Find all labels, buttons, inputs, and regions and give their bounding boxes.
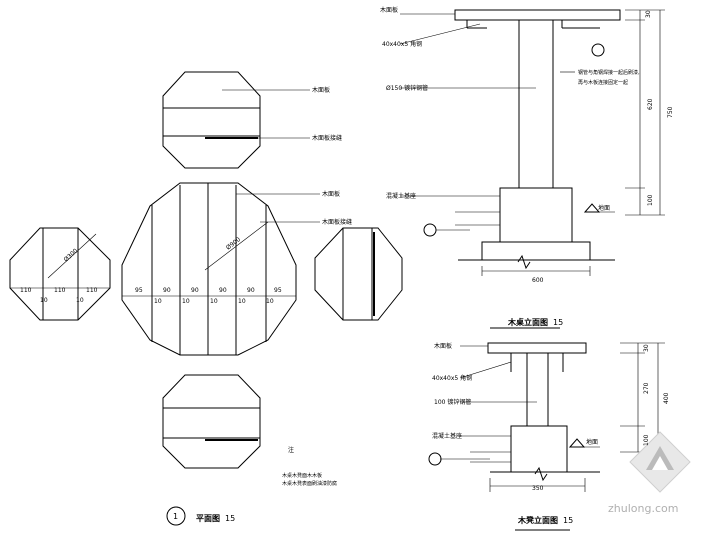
plan-bottom-dim: 10 [238,298,246,305]
table-note-b: 再与木板连接固定一起 [578,79,628,86]
stool-dim-total: 400 [663,392,670,404]
plan-bottom-dim: 10 [210,298,218,305]
plan-top-dim: 95 [135,287,143,294]
stool-concrete-label: 混凝土基座 [432,432,462,440]
table-elev-scale: 15 [553,318,563,327]
plan-number: 1 [173,512,178,521]
stool-elev-title: 木凳立面图 [517,515,558,525]
watermark-logo [629,431,691,493]
stool-plan-bottom [162,374,261,469]
stool-dim-bottom: 100 [643,434,650,446]
table-dim-total: 750 [667,106,674,118]
plan-top-dim: 90 [163,287,171,294]
table-note-a: 钢管与角钢焊接一起后刷漆, [578,69,640,76]
plan-bottom-dim: 10 [266,298,274,305]
stool-dim-base: 350 [532,485,544,492]
table-concrete-label: 混凝土基座 [386,192,416,200]
table-angle-label: 40x40x5 角钢 [382,40,422,48]
stool-plan-top [162,71,310,169]
table-ground-label: 地面 [598,204,610,212]
side-bottom-dim: 10 [40,297,48,304]
stool-concrete-base [510,425,568,473]
plan-top-dim: 90 [191,287,199,294]
table-joint-label: 木面板接缝 [322,218,352,226]
stool-dim-mid: 270 [643,382,650,394]
table-board-label: 木面板 [322,190,340,198]
plan-top-dim: 90 [247,287,255,294]
plan-bottom-dim: 10 [182,298,190,305]
table-top-board [454,9,621,21]
stool-angle-label: 40x40x5 角钢 [432,374,472,382]
side-top-dim: 110 [54,287,66,294]
side-bottom-dim: 10 [76,297,84,304]
stool-elev-scale: 15 [563,516,573,525]
watermark-text: zhulong.com [608,502,678,515]
stool-dim-top: 30 [643,344,650,352]
side-top-dim: 110 [20,287,32,294]
table-dim-bottom: 100 [647,194,654,206]
stool-pipe-label: 100 镀锌钢管 [434,398,471,406]
table-concrete-base [499,187,573,243]
stool-top-board [487,342,587,354]
plan-number-circle [166,506,186,526]
stool-top-board-label: 木面板 [434,342,452,350]
plan-top-dim: 95 [274,287,282,294]
note-line-2: 木桌木凳表面刷油漆防腐 [282,480,337,487]
plan-top-dim: 90 [219,287,227,294]
table-top-board-label: 木面板 [380,6,398,14]
table-dim-base: 600 [532,277,544,284]
table-pipe-label: Ø150 镀锌钢管 [386,84,428,92]
plan-bottom-dim: 10 [154,298,162,305]
stool-board-label: 木面板 [312,86,330,94]
note-line-1: 木桌木凳面木木板 [282,472,322,479]
side-top-dim: 110 [86,287,98,294]
note-title: 注 [288,446,294,454]
stool-plan-left [9,227,111,321]
stool-plan-right [314,227,403,321]
table-elevation [399,9,665,329]
plan-view [9,71,403,526]
table-elev-title: 木桌立面图 [507,317,548,327]
table-dim-mid: 620 [647,98,654,110]
table-dim-top: 30 [645,10,652,18]
stool-joint-label: 木面板接缝 [312,134,342,142]
plan-title: 平面图 [196,514,220,523]
plan-scale: 15 [225,514,235,523]
table-plan [121,182,320,356]
stool-ground-label: 地面 [586,438,598,446]
side-diameter-label: Ø300 [63,247,80,263]
